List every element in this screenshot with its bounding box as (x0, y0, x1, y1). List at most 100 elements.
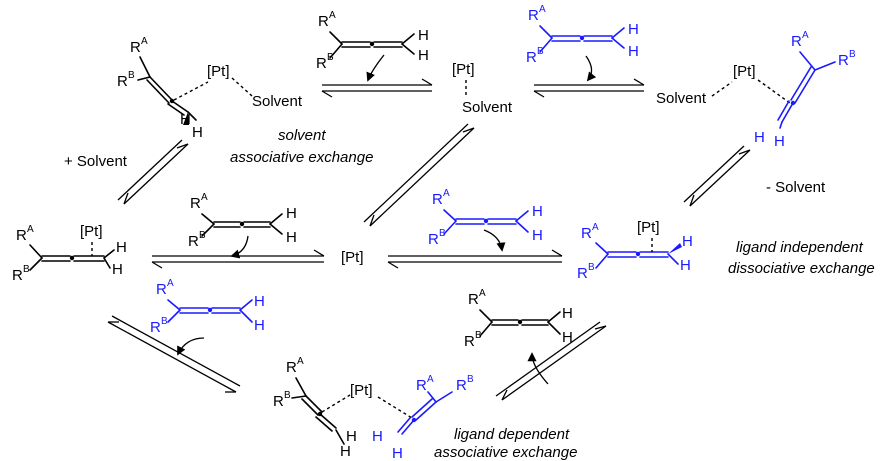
svg-text:H: H (562, 329, 573, 346)
pt-center: [Pt] (341, 249, 364, 266)
svg-text:A: A (329, 10, 336, 21)
svg-text:[Pt]: [Pt] (341, 249, 364, 266)
svg-text:H: H (254, 293, 265, 310)
svg-text:A: A (141, 36, 148, 47)
dependent-mechanism-line1: ligand dependent (454, 426, 570, 443)
svg-text:R: R (316, 55, 327, 72)
svg-text:H: H (372, 428, 383, 445)
svg-text:A: A (479, 288, 486, 299)
svg-text:H: H (286, 229, 297, 246)
complex-pt-blue-allene-right: R A R B [Pt] H H (577, 219, 693, 282)
curved-arrow-bottom-right (527, 352, 549, 385)
svg-text:B: B (475, 330, 482, 341)
svg-text:A: A (201, 192, 208, 203)
svg-text:H: H (754, 129, 765, 146)
svg-text:[Pt]: [Pt] (350, 382, 373, 399)
complex-allene-pt-blue-allene: R A R B H H [Pt] R A R B H H (273, 356, 474, 461)
curved-arrow-top-left (366, 54, 385, 82)
svg-text:R: R (286, 359, 297, 376)
independent-mechanism-line1: ligand independent (736, 239, 864, 256)
svg-text:H: H (392, 445, 403, 461)
svg-text:B: B (23, 264, 30, 275)
svg-text:R: R (318, 13, 329, 30)
curved-arrow-middle-left (230, 235, 249, 259)
svg-text:H: H (628, 43, 639, 60)
svg-text:R: R (190, 195, 201, 212)
svg-text:R: R (456, 377, 467, 394)
svg-text:R: R (16, 227, 27, 244)
svg-text:[Pt]: [Pt] (80, 223, 103, 240)
svg-text:H: H (286, 205, 297, 222)
svg-text:R: R (130, 39, 141, 56)
svg-text:R: R (577, 265, 588, 282)
svg-text:R: R (188, 233, 199, 250)
equilibrium-arrow-middle-right (387, 249, 563, 269)
svg-text:R: R (12, 267, 23, 284)
svg-text:[Pt]: [Pt] (733, 63, 756, 80)
plus-solvent-label: + Solvent (64, 153, 128, 170)
svg-text:B: B (849, 49, 856, 60)
svg-text:B: B (284, 390, 291, 401)
svg-text:B: B (439, 228, 446, 239)
dependent-mechanism-line2: associative exchange (434, 444, 577, 461)
svg-text:H: H (254, 317, 265, 334)
equilibrium-arrow-left-diag (117, 139, 189, 205)
svg-text:H: H (532, 203, 543, 220)
svg-text:[Pt]: [Pt] (637, 219, 660, 236)
equilibrium-arrow-top-right (533, 78, 645, 98)
svg-text:H: H (680, 257, 691, 274)
pt-solvent: [Pt] Solvent (452, 61, 513, 116)
svg-text:R: R (528, 7, 539, 24)
svg-text:B: B (161, 316, 168, 327)
svg-text:R: R (838, 52, 849, 69)
complex-pt-allene-solvent: R A R B H H [Pt] Solvent (117, 36, 303, 141)
solvent-mechanism-line1: solvent (278, 127, 326, 144)
svg-text:R: R (464, 333, 475, 350)
svg-text:A: A (592, 222, 599, 233)
equilibrium-arrow-right-diag (683, 145, 751, 207)
svg-text:H: H (346, 428, 357, 445)
svg-text:[Pt]: [Pt] (452, 61, 475, 78)
complex-pt-allene-left: R A R B [Pt] H H (12, 223, 127, 284)
equilibrium-arrow-bottom-left (107, 315, 241, 393)
svg-text:H: H (418, 27, 429, 44)
svg-text:R: R (468, 291, 479, 308)
svg-text:Solvent: Solvent (462, 99, 513, 116)
minus-solvent-label: - Solvent (766, 179, 826, 196)
svg-text:R: R (117, 73, 128, 90)
svg-text:R: R (526, 49, 537, 66)
free-allene-bottom-right: R A R B H H (464, 288, 573, 350)
svg-text:H: H (418, 47, 429, 64)
svg-text:Solvent: Solvent (656, 90, 707, 107)
svg-text:H: H (532, 227, 543, 244)
svg-text:A: A (427, 374, 434, 385)
independent-mechanism-line2: dissociative exchange (728, 260, 875, 277)
equilibrium-arrow-bottom-right (495, 321, 607, 401)
svg-text:H: H (340, 443, 351, 460)
svg-text:H: H (628, 21, 639, 38)
curved-arrow-middle-right (483, 229, 506, 252)
svg-text:H: H (192, 124, 203, 141)
svg-text:A: A (539, 4, 546, 15)
svg-text:H: H (682, 233, 693, 250)
svg-text:B: B (128, 70, 135, 81)
svg-text:H: H (116, 239, 127, 256)
svg-text:R: R (432, 191, 443, 208)
free-blue-allene-top: R A R B H H (526, 4, 639, 66)
free-allene-middle: R A R B H H (188, 192, 297, 250)
svg-text:Solvent: Solvent (252, 93, 303, 110)
free-allene-top: R A R B H H (316, 10, 429, 72)
svg-text:H: H (180, 111, 191, 128)
equilibrium-arrow-top-left (321, 78, 433, 98)
svg-text:A: A (27, 224, 34, 235)
svg-text:A: A (802, 30, 809, 41)
svg-text:R: R (156, 281, 167, 298)
svg-text:R: R (150, 319, 161, 336)
svg-text:R: R (791, 33, 802, 50)
svg-text:[Pt]: [Pt] (207, 63, 230, 80)
complex-solvent-pt-blue-allene: Solvent [Pt] R A R B H H (656, 30, 856, 150)
svg-text:R: R (273, 393, 284, 410)
svg-text:R: R (428, 231, 439, 248)
svg-text:B: B (588, 262, 595, 273)
